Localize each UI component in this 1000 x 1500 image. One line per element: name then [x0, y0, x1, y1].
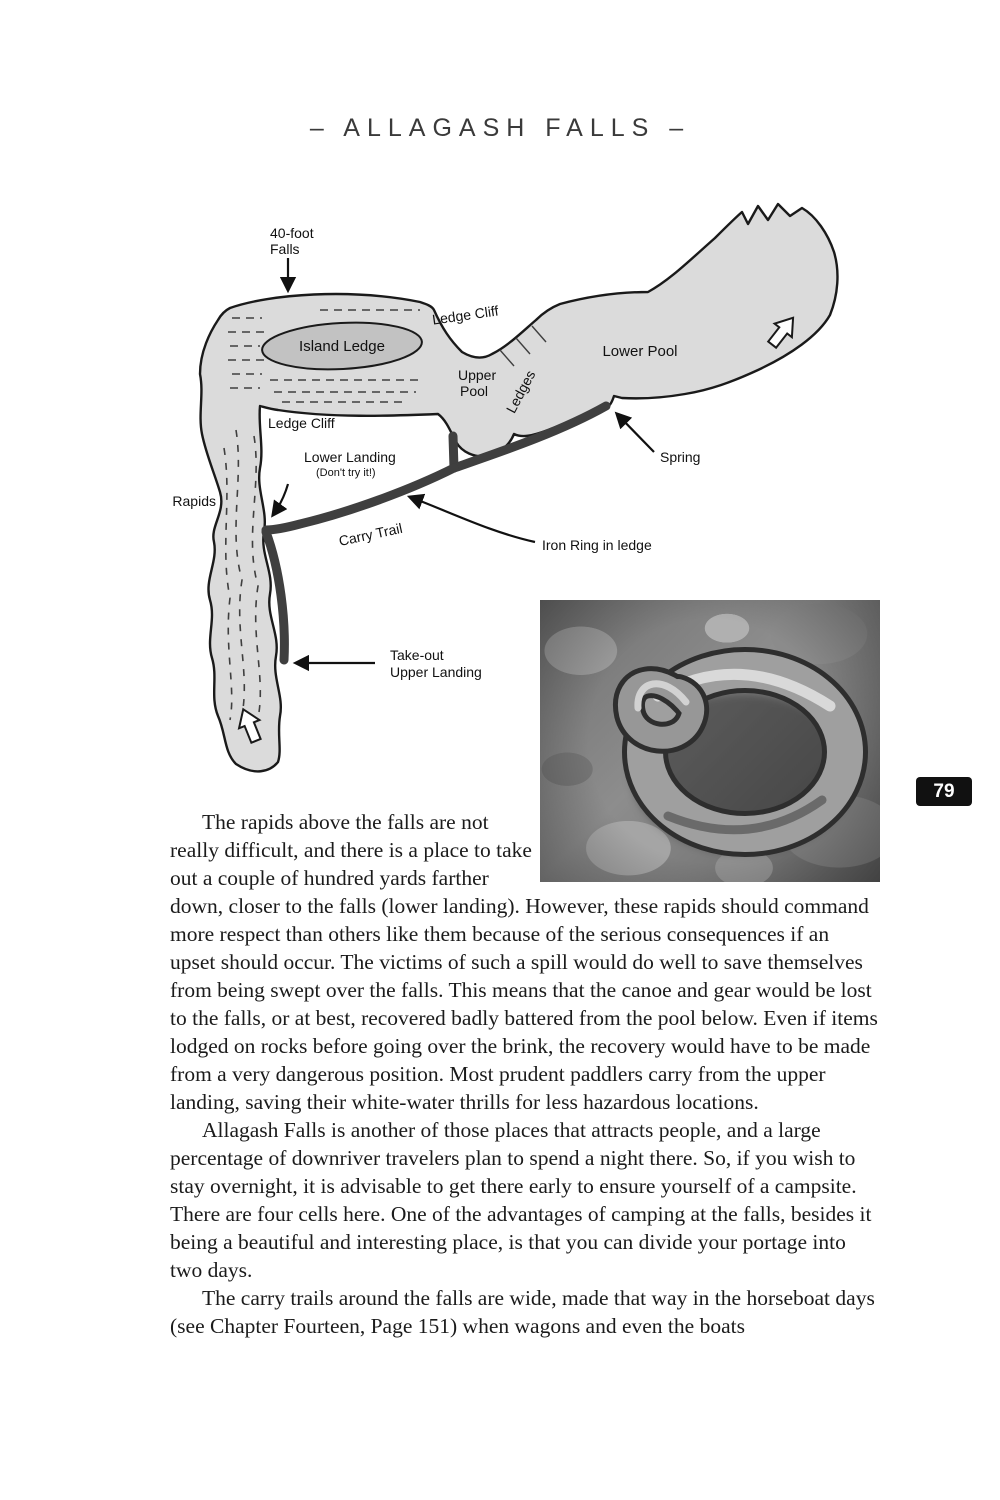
- map-label-upper-pool-line2: Pool: [460, 383, 488, 399]
- map-label-spring: Spring: [660, 449, 700, 465]
- page-number-badge: 79: [916, 777, 972, 806]
- map-label-falls-line2: Falls: [270, 241, 300, 257]
- map-label-lower-pool: Lower Pool: [602, 343, 677, 360]
- paragraph-3: The carry trails around the falls are wi…: [170, 1286, 875, 1338]
- flow-arrow-upstream: [237, 707, 262, 745]
- body-text: The rapids above the falls are not reall…: [170, 808, 878, 1340]
- map-label-ledge-cliff-top: Ledge Cliff: [431, 302, 499, 327]
- map-label-lower-landing-note: (Don't try it!): [316, 467, 376, 479]
- page-title: – ALLAGASH FALLS –: [309, 114, 691, 142]
- ring-eye-curl: [613, 666, 710, 754]
- map-label-island-ledge: Island Ledge: [299, 338, 385, 355]
- map-label-ledge-cliff-left: Ledge Cliff: [268, 415, 335, 431]
- flow-arrow-downstream: [766, 316, 795, 350]
- iron-ring-pointer-arrow: [406, 493, 536, 544]
- map-label-carry-trail: Carry Trail: [337, 520, 403, 549]
- map-label-lower-landing: Lower Landing: [304, 449, 396, 465]
- spring-pointer-arrow: [614, 411, 655, 453]
- lower-landing-pointer-arrow: [271, 483, 290, 518]
- map-label-rapids: Rapids: [172, 493, 216, 509]
- photo-wrap-spacer: [540, 808, 878, 888]
- map-label-iron-ring: Iron Ring in ledge: [542, 537, 652, 553]
- allagash-falls-map: 40-foot Falls Island Ledge Ledge Cliff L…: [172, 202, 839, 773]
- rapids-hatching: [223, 429, 262, 721]
- iron-ring-photo: [540, 600, 880, 882]
- ledges-hatching: [499, 325, 547, 367]
- paragraph-2: Allagash Falls is another of those place…: [170, 1118, 872, 1282]
- island-ledge-shape: [261, 321, 423, 371]
- paragraph-1: The rapids above the falls are not reall…: [170, 810, 878, 1114]
- ring-body: [622, 647, 868, 857]
- map-label-takeout-line1: Take-out: [390, 647, 444, 663]
- carry-trail-path: [261, 401, 611, 665]
- map-label-upper-pool-line1: Upper: [458, 367, 496, 383]
- map-label-takeout-line2: Upper Landing: [390, 664, 482, 680]
- map-label-falls-line1: 40-foot: [270, 225, 314, 241]
- falls-hatching: [228, 309, 420, 403]
- iron-ring-illustration: [613, 647, 868, 857]
